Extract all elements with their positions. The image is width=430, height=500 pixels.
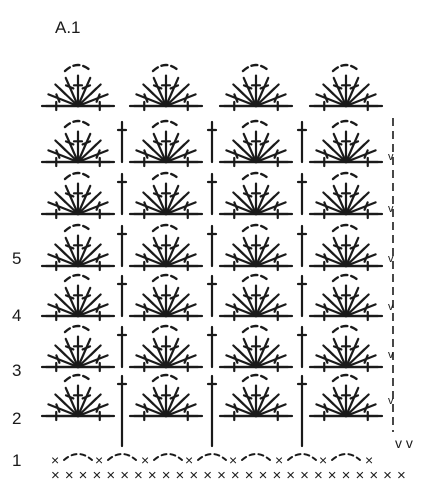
fan-stitch-r2-c3 [218,324,294,373]
turning-mark-pair: v v [395,435,413,451]
single-crochet-mark: × [383,467,392,484]
tall-stitch-r5-3 [296,172,308,216]
single-crochet-mark: × [120,467,129,484]
turning-mark: v [388,349,394,361]
tall-stitch-r4-3 [296,224,308,268]
single-crochet-mark: × [275,452,283,468]
single-crochet-mark: × [65,467,74,484]
single-crochet-mark: × [229,452,237,468]
turning-mark: v [388,203,394,215]
chart-title: A.1 [55,18,81,37]
single-crochet-mark: × [176,467,185,484]
single-crochet-mark: × [95,452,103,468]
fan-stitch-r6-c4 [308,119,384,168]
tall-stitch-r1-2 [206,374,218,448]
fan-stitch-r5-c2 [128,171,204,220]
turning-mark: v [388,151,394,163]
single-crochet-mark: × [141,452,149,468]
fan-stitch-r4-c4 [308,223,384,272]
tall-stitch-r4-1 [116,224,128,268]
fan-stitch-r4-c3 [218,223,294,272]
turning-mark: v [388,301,394,313]
tall-stitch-r6-1 [116,120,128,164]
turning-mark: v [388,395,394,407]
single-crochet-mark: × [319,452,327,468]
fan-stitch-r2-c2 [128,324,204,373]
fan-stitch-r4-c2 [128,223,204,272]
fan-stitch-r4-c1 [40,223,116,272]
single-crochet-mark: × [342,467,351,484]
tall-stitch-r5-2 [206,172,218,216]
fan-stitch-r3-c1 [40,273,116,322]
fan-stitch-r6-c2 [128,119,204,168]
fan-stitch-r1-c4 [308,373,384,422]
single-crochet-mark: × [185,452,193,468]
single-crochet-mark: × [51,467,60,484]
single-crochet-mark: × [79,467,88,484]
single-crochet-mark: × [189,467,198,484]
fan-stitch-r5-c3 [218,171,294,220]
fan-stitch-r3-c4 [308,273,384,322]
single-crochet-mark: × [245,467,254,484]
tall-stitch-r5-1 [116,172,128,216]
single-crochet-mark: × [397,467,406,484]
single-crochet-mark: × [259,467,268,484]
fan-stitch-r2-c4 [308,324,384,373]
row-number-2: 2 [12,409,22,428]
single-crochet-mark: × [328,467,337,484]
single-crochet-mark: × [162,467,171,484]
fan-stitch-r1-c1 [40,373,116,422]
single-crochet-mark: × [314,467,323,484]
single-crochet-mark: × [286,467,295,484]
single-crochet-mark: × [231,467,240,484]
tall-stitch-r6-3 [296,120,308,164]
single-crochet-mark: × [93,467,102,484]
row-number-4: 4 [12,306,22,325]
single-crochet-mark: × [148,467,157,484]
single-crochet-mark: × [203,467,212,484]
foundation-row: ×××××××××××××××××××××××××××××××××× [51,452,406,484]
tall-stitch-r2-1 [116,325,128,369]
single-crochet-mark: × [355,467,364,484]
single-crochet-mark: × [134,467,143,484]
tall-stitch-r1-3 [296,374,308,448]
tall-stitch-r2-2 [206,325,218,369]
single-crochet-mark: × [217,467,226,484]
turning-chain: v v v v v v [388,118,394,432]
fan-stitch-r7-c2 [128,63,204,112]
row-number-3: 3 [12,361,22,380]
tall-stitch-r3-2 [206,274,218,318]
tall-stitch-r3-1 [116,274,128,318]
fan-stitch-r6-c1 [40,119,116,168]
fan-stitch-r1-c3 [218,373,294,422]
fan-stitch-r5-c4 [308,171,384,220]
tall-stitch-r2-3 [296,325,308,369]
row-number-1: 1 [12,451,22,470]
tall-stitch-r1-1 [116,374,128,448]
single-crochet-mark: × [51,452,59,468]
fan-stitch-r7-c3 [218,63,294,112]
single-crochet-mark: × [300,467,309,484]
fan-stitch-r3-c3 [218,273,294,322]
single-crochet-mark: × [272,467,281,484]
fan-stitch-r3-c2 [128,273,204,322]
tall-stitch-r4-2 [206,224,218,268]
tall-stitch-r3-3 [296,274,308,318]
single-crochet-mark: × [369,467,378,484]
tall-stitch-r6-2 [206,120,218,164]
fan-stitch-r5-c1 [40,171,116,220]
turning-mark: v [388,253,394,265]
fan-stitch-r7-c1 [40,63,116,112]
row-number-5: 5 [12,249,22,268]
fan-stitch-r7-c4 [308,63,384,112]
fan-stitch-r1-c2 [128,373,204,422]
fan-stitch-r2-c1 [40,324,116,373]
single-crochet-mark: × [365,452,373,468]
single-crochet-mark: × [106,467,115,484]
fan-stitch-r6-c3 [218,119,294,168]
